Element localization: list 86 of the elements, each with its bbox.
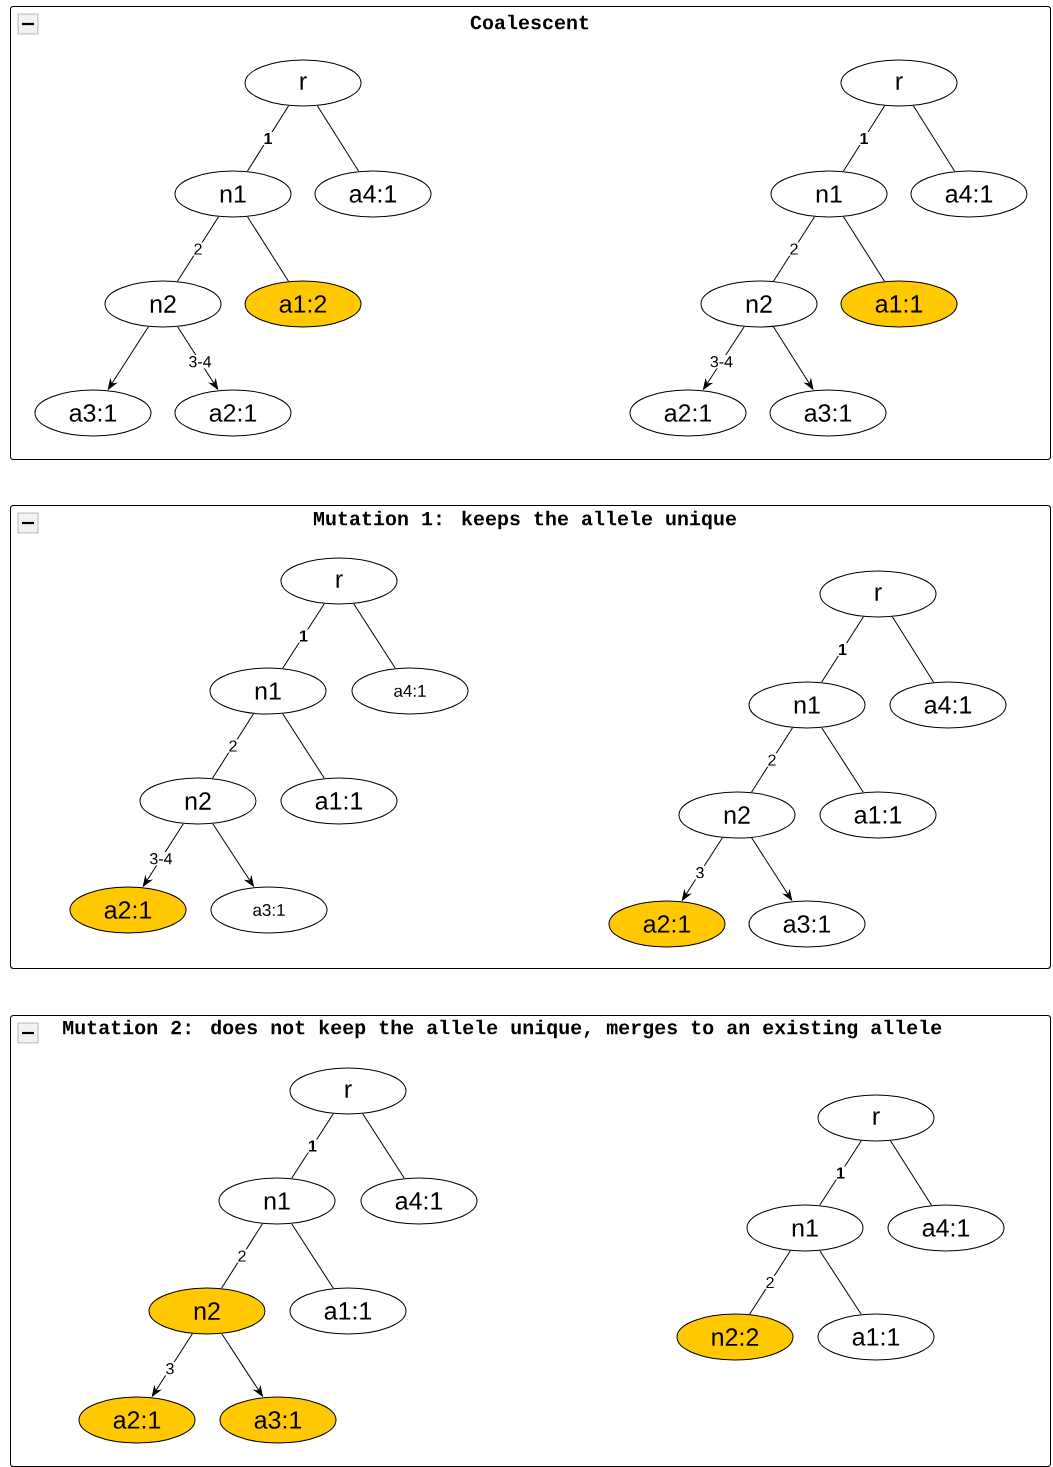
connector-line <box>353 603 396 669</box>
connector-line <box>819 1250 862 1315</box>
ellipse-node: n2:2 <box>676 1313 794 1361</box>
ellipse-node: r <box>840 59 958 107</box>
ellipse-node: a3:1 <box>210 886 328 934</box>
ellipse-node: n2 <box>139 777 257 825</box>
ellipse-node: a2:1 <box>608 900 726 948</box>
connector-line <box>843 216 885 282</box>
arrow <box>221 1333 263 1397</box>
ellipse-node: a2:1 <box>69 886 187 934</box>
ellipse-node: r <box>280 557 398 605</box>
ellipse-node: n2 <box>700 280 818 328</box>
ellipse-node: a3:1 <box>34 389 152 437</box>
connector-line <box>819 1140 862 1206</box>
ellipse-node: n1 <box>218 1177 336 1225</box>
arrow <box>681 837 723 901</box>
ellipse-node: n2 <box>148 1287 266 1335</box>
edge-label: 1 <box>307 1139 318 1153</box>
ellipse-node: a2:1 <box>629 389 747 437</box>
connector-line <box>282 713 325 779</box>
ellipse-node: n1 <box>746 1204 864 1252</box>
ellipse-node: a4:1 <box>887 1204 1005 1252</box>
ellipse-node: a4:1 <box>351 667 469 715</box>
edge-label: 1 <box>837 643 848 656</box>
connector-line <box>246 105 290 172</box>
ellipse-node: a1:1 <box>280 777 398 825</box>
edge-label: 1 <box>858 132 870 145</box>
ellipse-node: n1 <box>770 170 888 218</box>
ellipse-node: n2 <box>104 280 222 328</box>
edge-label: 1 <box>835 1166 846 1180</box>
connector-line <box>842 105 886 172</box>
ellipse-node: a2:1 <box>174 389 292 437</box>
arrow <box>107 326 149 390</box>
connector-line <box>291 1223 334 1289</box>
arrow <box>177 326 219 390</box>
edge-label: 2 <box>788 242 800 256</box>
ellipse-node: r <box>244 59 362 107</box>
ellipse-node: a4:1 <box>910 170 1028 218</box>
ellipse-node: n1 <box>748 681 866 729</box>
ellipse-node: r <box>817 1094 935 1142</box>
connector-line <box>821 616 864 683</box>
ellipse-node: n1 <box>209 667 327 715</box>
edge-label: 3 <box>164 1362 176 1376</box>
ellipse-node: n2 <box>678 791 796 839</box>
arrow <box>212 823 254 887</box>
ellipse-node: a3:1 <box>748 900 866 948</box>
edge-label: 2 <box>764 1275 776 1290</box>
connector-line <box>821 727 864 793</box>
edge-label: 1 <box>298 629 309 643</box>
ellipse-node: r <box>289 1067 407 1115</box>
ellipse-node: a1:1 <box>840 280 958 328</box>
ellipse-node: a4:1 <box>360 1177 478 1225</box>
connector-line <box>291 1113 334 1179</box>
edge-label: 3-4 <box>708 355 734 369</box>
arrow <box>151 1333 193 1397</box>
connector-line <box>891 616 935 683</box>
connector-line <box>890 1140 932 1206</box>
edge-label: 3-4 <box>148 852 174 866</box>
ellipse-node: a3:1 <box>769 389 887 437</box>
edge-label: 2 <box>227 739 239 753</box>
arrow <box>751 837 793 901</box>
ellipse-node: r <box>819 570 937 618</box>
connector-line <box>282 603 325 669</box>
ellipse-node: a1:1 <box>289 1287 407 1335</box>
ellipse-node: a1:1 <box>817 1313 935 1361</box>
edge-label: 1 <box>262 132 274 145</box>
ellipse-node: n1 <box>174 170 292 218</box>
edge-label: 2 <box>236 1249 248 1263</box>
connector-line <box>912 105 956 172</box>
ellipse-node: a1:1 <box>819 791 937 839</box>
connector-line <box>362 1113 405 1179</box>
edge-label: 3 <box>694 866 706 880</box>
connector-line <box>247 216 289 282</box>
edge-label: 2 <box>192 242 204 256</box>
arrow <box>703 326 745 390</box>
ellipse-node: a2:1 <box>78 1396 196 1444</box>
edge-label: 3-4 <box>187 355 213 369</box>
ellipse-node: a4:1 <box>314 170 432 218</box>
edge-label: 2 <box>766 753 778 767</box>
ellipse-node: a1:2 <box>244 280 362 328</box>
ellipse-node: a3:1 <box>219 1396 337 1444</box>
connector-line <box>316 105 360 172</box>
arrow <box>772 326 814 390</box>
connector-line <box>749 1250 791 1315</box>
arrow <box>142 823 184 887</box>
ellipse-node: a4:1 <box>889 681 1007 729</box>
